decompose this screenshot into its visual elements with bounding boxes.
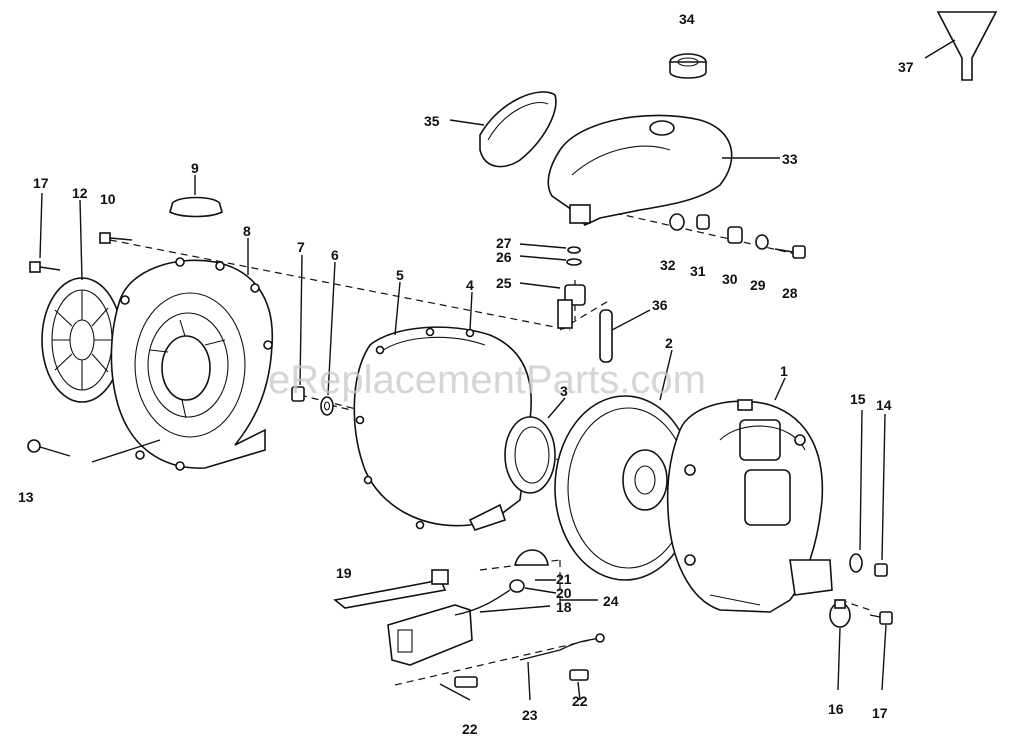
- callout-1: 1: [780, 363, 788, 379]
- part-tank-fittings: [669, 213, 806, 259]
- callout-23: 23: [522, 707, 538, 723]
- callout-3: 3: [560, 383, 568, 399]
- callout-4: 4: [466, 277, 474, 293]
- part-ignition-group: [333, 549, 605, 701]
- callout-16: 16: [828, 701, 844, 717]
- callout-17-top: 17: [33, 175, 49, 191]
- callout-6: 6: [331, 247, 339, 263]
- callout-18: 18: [556, 599, 572, 615]
- callout-28: 28: [782, 285, 798, 301]
- callout-26: 26: [496, 249, 512, 265]
- part-fuel-tank: [547, 114, 780, 226]
- part-impeller: [554, 395, 696, 581]
- part-funnel: [924, 11, 998, 81]
- callout-17-bottom: 17: [872, 705, 888, 721]
- part-cap: [169, 175, 223, 218]
- callout-22-right: 22: [572, 693, 588, 709]
- callout-30: 30: [722, 271, 738, 287]
- part-gasket: [449, 91, 557, 168]
- callout-32: 32: [660, 257, 676, 273]
- callout-34: 34: [679, 11, 695, 27]
- callout-22-left: 22: [462, 721, 478, 737]
- callout-36: 36: [652, 297, 668, 313]
- callout-27: 27: [496, 235, 512, 251]
- callout-10: 10: [100, 191, 116, 207]
- callout-labels: 1 2 3 4 5 6 7 8 9 10 11 12 13 14 15 16 1…: [18, 11, 914, 737]
- part-engine-body: [666, 399, 833, 613]
- callout-31: 31: [690, 263, 706, 279]
- callout-15: 15: [850, 391, 866, 407]
- callout-37: 37: [898, 59, 914, 75]
- part-bolts-left: [27, 232, 133, 457]
- callout-7: 7: [297, 239, 305, 255]
- callout-33: 33: [782, 151, 798, 167]
- callout-14: 14: [876, 397, 892, 413]
- part-plug-bolt: [829, 599, 893, 691]
- part-throttle-valve: [519, 243, 586, 329]
- part-seal-ring: [504, 416, 556, 494]
- callout-19: 19: [336, 565, 352, 581]
- callout-5: 5: [396, 267, 404, 283]
- part-fan-cover: [110, 257, 274, 471]
- callout-13: 13: [18, 489, 34, 505]
- part-pin: [599, 309, 651, 363]
- callout-29: 29: [750, 277, 766, 293]
- callout-20: 20: [556, 585, 572, 601]
- callout-12: 12: [72, 185, 88, 201]
- callout-21: 21: [556, 571, 572, 587]
- leader-lines: [39, 192, 786, 701]
- callout-2: 2: [665, 335, 673, 351]
- part-nut-washer: [291, 386, 334, 416]
- callout-9: 9: [191, 160, 199, 176]
- callout-8: 8: [243, 223, 251, 239]
- callout-24: 24: [603, 593, 619, 609]
- callout-25: 25: [496, 275, 512, 291]
- callout-35: 35: [424, 113, 440, 129]
- part-fan-housing: [353, 326, 532, 531]
- watermark: eReplacementParts.com: [268, 358, 706, 402]
- part-washer-nut-right: [849, 409, 888, 577]
- part-recoil-starter: [41, 277, 123, 403]
- part-fuel-cap: [669, 53, 707, 79]
